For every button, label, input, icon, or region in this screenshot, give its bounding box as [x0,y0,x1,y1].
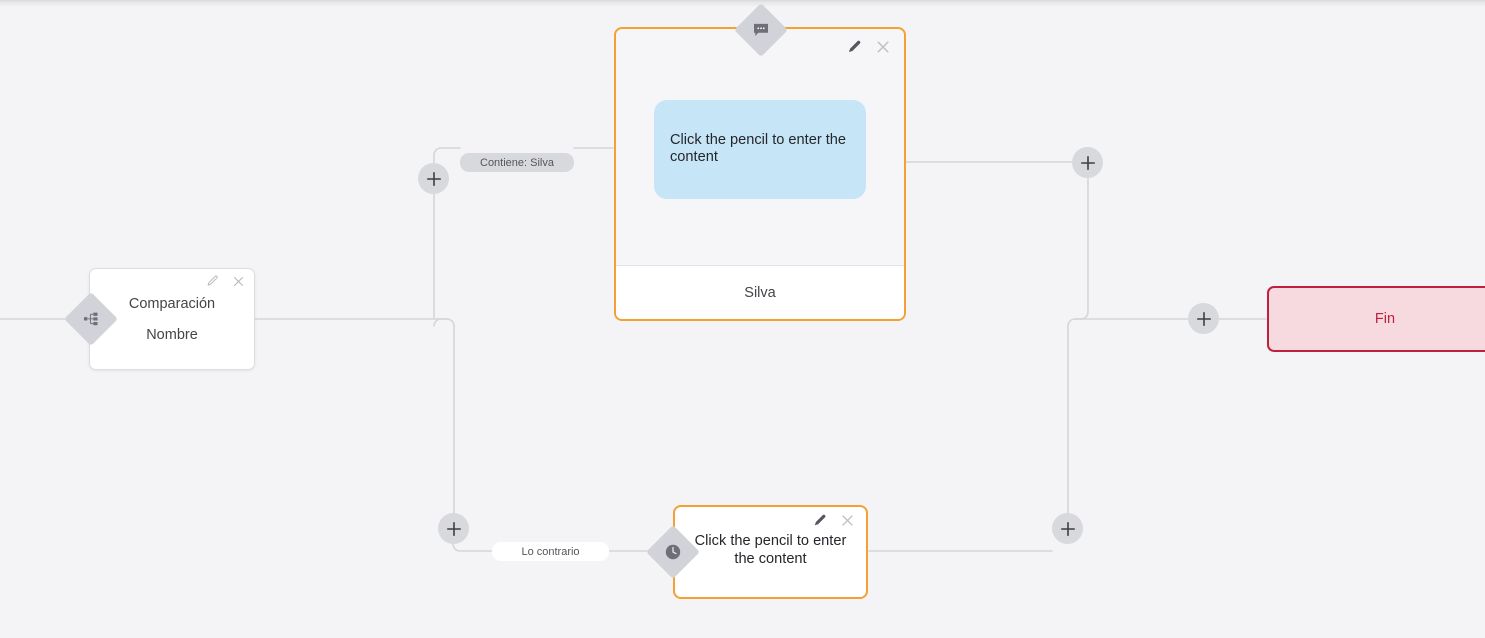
node-message-top-footer: Silva [616,265,904,319]
add-node-bottom-right-button[interactable] [1052,513,1083,544]
clock-icon [664,543,682,561]
pencil-icon[interactable] [813,514,827,533]
node-comparacion-tools [206,275,245,293]
add-node-top-right-button[interactable] [1072,147,1103,178]
node-message-bottom-tools [813,513,855,533]
edge-corner-a [433,318,448,327]
plus-icon [426,171,441,186]
node-end[interactable]: Fin [1267,286,1485,352]
pencil-icon[interactable] [847,40,862,60]
message-handle-bottom[interactable] [646,525,700,579]
close-icon[interactable] [840,513,855,533]
node-comparacion-subtitle: Nombre [146,326,198,343]
message-handle-top[interactable] [734,3,788,57]
plus-icon [1080,155,1095,170]
node-end-label: Fin [1374,311,1396,327]
chat-bubble-icon [753,22,770,39]
node-comparacion-body: Comparación Nombre [90,269,254,369]
edge-plus-bottom-left-to-label [452,543,493,552]
node-message-bottom-text[interactable]: Click the pencil to enter the content [694,533,847,567]
edge-plus-bot-right-up [1067,318,1076,514]
branch-handle-comparacion[interactable] [64,292,118,346]
add-node-mid-right-button[interactable] [1188,303,1219,334]
plus-icon [1196,311,1211,326]
add-node-top-left-button[interactable] [418,163,449,194]
node-message-top-tools [847,39,891,60]
node-message-top[interactable]: Click the pencil to enter the content Si… [614,27,906,321]
edge-label-branch-false[interactable]: Lo contrario [492,542,609,561]
close-icon[interactable] [232,275,245,293]
edge-comparacion-out [254,318,455,327]
add-node-bottom-left-button[interactable] [438,513,469,544]
pencil-icon[interactable] [206,275,219,293]
plus-icon [446,521,461,536]
edge-plus-top-right-down [1074,177,1089,320]
edge-plus-top-left-to-label [433,147,461,164]
branch-icon [83,312,99,327]
node-message-bottom[interactable]: Click the pencil to enter the content [673,505,868,599]
close-icon[interactable] [875,39,891,60]
edge-label-branch-true[interactable]: Contiene: Silva [460,153,574,172]
node-comparacion-title: Comparación [128,295,216,312]
plus-icon [1060,521,1075,536]
node-message-top-content: Click the pencil to enter the content [616,29,904,265]
top-shadow-strip [0,0,1485,7]
message-bubble[interactable]: Click the pencil to enter the content [654,99,866,199]
